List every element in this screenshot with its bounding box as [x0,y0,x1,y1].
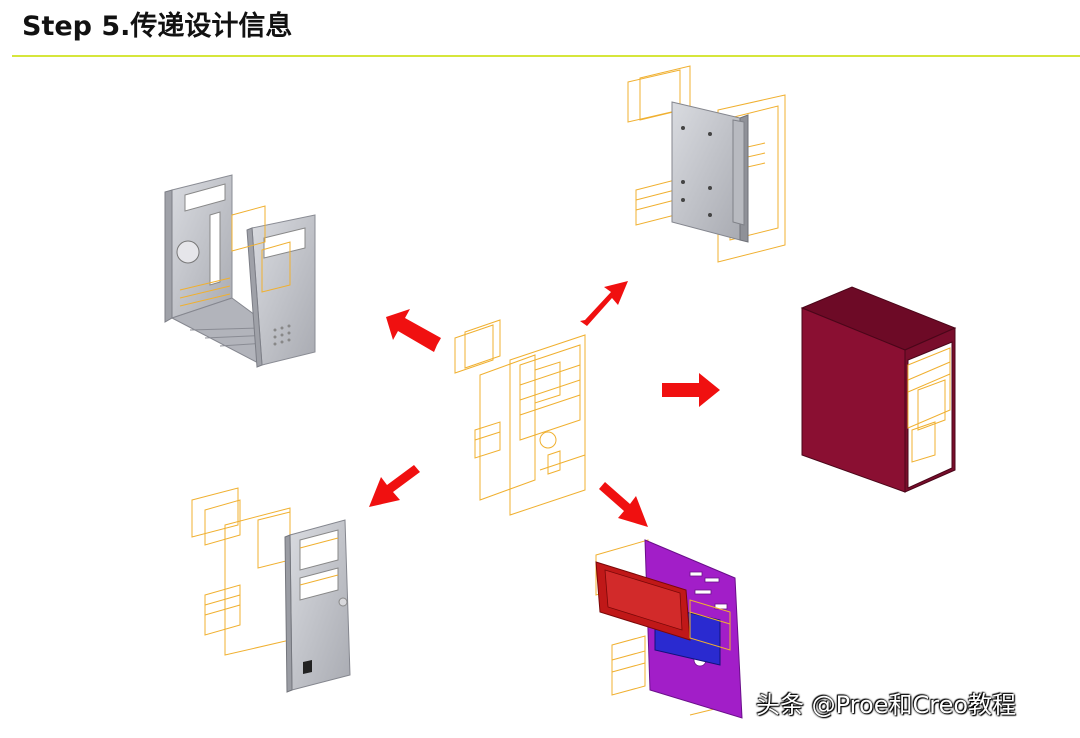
center-skeleton-wireframe [454,319,586,516]
title-divider [12,55,1080,57]
arrow-to-front-bezel [369,465,420,507]
arrow-to-chassis [386,309,441,352]
outer-cover-model [800,286,957,493]
arrow-to-cover [662,373,720,407]
arrow-to-motherboard-tray [599,482,648,527]
motherboard-tray-model [595,539,743,719]
chassis-frame-model [164,174,316,368]
side-panel-model [627,65,786,263]
arrow-to-side-panel [580,281,628,326]
watermark: 头条 @Proe和Creo教程 [756,691,1017,719]
front-bezel-model [191,487,351,693]
page-title: Step 5.传递设计信息 [22,11,293,42]
